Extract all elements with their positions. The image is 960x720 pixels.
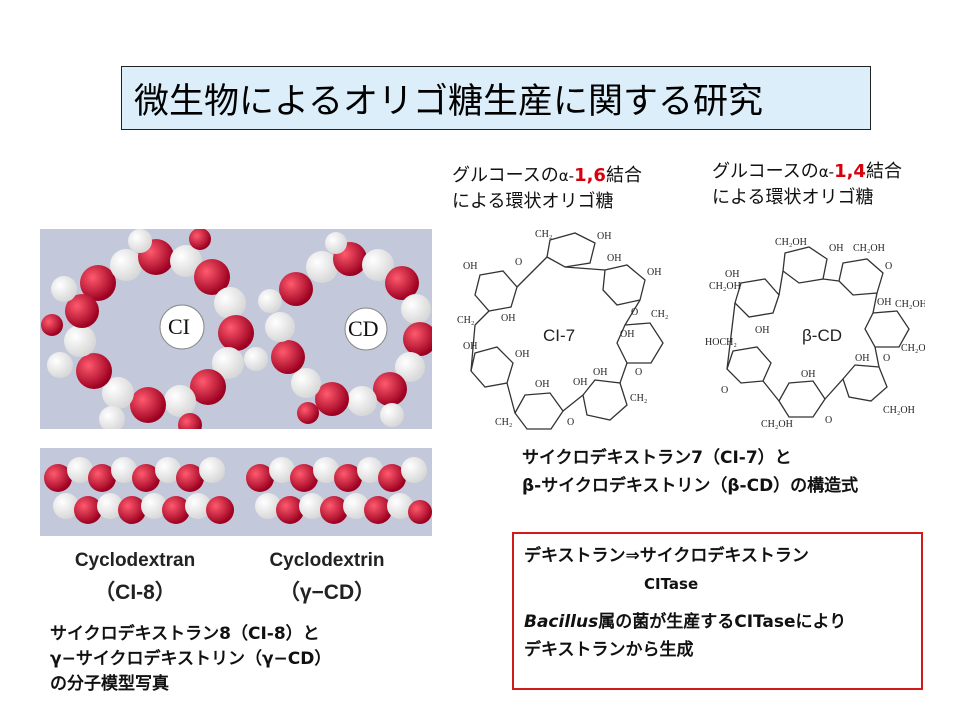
caption-cyclodextrin-name: Cyclodextrin (269, 550, 385, 571)
structure-right-heading-post: 結合 (865, 161, 902, 182)
svg-text:OH: OH (597, 231, 611, 242)
structure-left-heading-post: 結合 (605, 165, 642, 186)
structure-left-heading-pre: グルコースの (452, 165, 559, 186)
svg-text:OH: OH (725, 269, 739, 280)
photo-label-ci: CI (168, 314, 190, 339)
svg-text:O: O (567, 417, 574, 428)
svg-text:CH₂: CH₂ (651, 309, 668, 320)
svg-text:O: O (883, 353, 890, 364)
photo-caption-line1: サイクロデキストラン8（CI-8）と (50, 624, 320, 644)
molecular-model-photo-top: CI CD (40, 229, 432, 429)
production-note-line1: デキストラン⇒サイクロデキストラン (524, 546, 809, 566)
svg-text:OH: OH (620, 329, 634, 340)
structure-caption: サイクロデキストラン7（CI-7）と β-サイクロデキストリン（β-CD）の構造… (522, 444, 858, 500)
photo-label-cd: CD (348, 316, 379, 341)
structure-ci7-diagram: CH₂ OH O OH OH O CH₂ OH O OH CH₂ OH O OH CH₂ OH OH C… (455, 225, 670, 440)
structure-left-heading-alpha: α- (558, 167, 575, 185)
structure-left-heading-line2: による環状オリゴ糖 (452, 191, 614, 212)
svg-text:O: O (515, 257, 522, 268)
svg-text:OH: OH (593, 367, 607, 378)
structure-ci7-label: CI-7 (543, 326, 576, 345)
svg-text:HOCH₂: HOCH₂ (705, 337, 737, 348)
caption-cyclodextran: Cyclodextran （CI-8） (60, 550, 210, 606)
structure-caption-line2: β-サイクロデキストリン（β-CD）の構造式 (522, 476, 859, 496)
page-title: 微生物によるオリゴ糖生産に関する研究 (121, 66, 871, 130)
svg-text:OH: OH (573, 377, 587, 388)
svg-text:OH: OH (535, 379, 549, 390)
caption-cyclodextrin-abbr: （γ−CD） (278, 581, 376, 604)
caption-cyclodextran-name: Cyclodextran (74, 550, 196, 571)
svg-text:CH₂OH: CH₂OH (895, 299, 925, 310)
svg-text:CH₂OH: CH₂OH (901, 343, 925, 354)
caption-cyclodextran-abbr: （CI-8） (94, 581, 176, 604)
photo-caption: サイクロデキストラン8（CI-8）と γ−サイクロデキストリン（γ−CD） の分… (50, 622, 331, 697)
structure-right-heading-line2: による環状オリゴ糖 (712, 187, 874, 208)
svg-text:O: O (885, 261, 892, 272)
structure-left-bond: 1,6 (574, 165, 606, 186)
svg-text:OH: OH (829, 243, 843, 254)
svg-text:CH₂: CH₂ (495, 417, 512, 428)
production-note-line4: デキストランから生成 (524, 640, 694, 660)
svg-text:OH: OH (501, 313, 515, 324)
photo-caption-line2: γ−サイクロデキストリン（γ−CD） (50, 649, 332, 669)
page-title-text: 微生物によるオリゴ糖生産に関する研究 (134, 81, 763, 122)
svg-text:OH: OH (755, 325, 769, 336)
structure-caption-line1: サイクロデキストラン7（CI-7）と (522, 448, 792, 468)
svg-text:OH: OH (463, 261, 477, 272)
production-note-bacillus: Bacillus (524, 612, 599, 632)
svg-text:CH₂: CH₂ (630, 393, 647, 404)
production-note-enzyme: CITase (644, 575, 699, 593)
svg-text:CH₂OH: CH₂OH (853, 243, 885, 254)
svg-text:OH: OH (515, 349, 529, 360)
svg-text:OH: OH (877, 297, 891, 308)
svg-text:OH: OH (855, 353, 869, 364)
structure-beta-cd-label: β-CD (802, 326, 842, 345)
svg-text:CH₂OH: CH₂OH (775, 237, 807, 248)
photo-caption-line3: の分子模型写真 (50, 674, 169, 694)
structure-left-heading: グルコースのα-1,6結合 による環状オリゴ糖 (452, 163, 642, 215)
svg-text:CH₂: CH₂ (457, 315, 474, 326)
structure-right-heading: グルコースのα-1,4結合 による環状オリゴ糖 (712, 159, 902, 211)
svg-text:OH: OH (607, 253, 621, 264)
structure-right-heading-alpha: α- (818, 163, 835, 181)
caption-cyclodextrin: Cyclodextrin （γ−CD） (252, 550, 402, 606)
production-note-line3: 属の菌が生産するCITaseにより (598, 612, 847, 632)
svg-text:CH₂OH: CH₂OH (709, 281, 741, 292)
svg-text:O: O (631, 307, 638, 318)
svg-text:O: O (635, 367, 642, 378)
svg-text:CH₂: CH₂ (535, 229, 552, 240)
structure-right-bond: 1,4 (834, 161, 866, 182)
svg-text:OH: OH (647, 267, 661, 278)
svg-text:OH: OH (463, 341, 477, 352)
svg-text:O: O (721, 385, 728, 396)
svg-text:O: O (825, 415, 832, 426)
molecular-model-photo-side (40, 448, 432, 536)
svg-text:CH₂OH: CH₂OH (761, 419, 793, 430)
structure-right-heading-pre: グルコースの (712, 161, 819, 182)
svg-text:OH: OH (801, 369, 815, 380)
svg-text:CH₂OH: CH₂OH (883, 405, 915, 416)
production-note-box: デキストラン⇒サイクロデキストラン CITase Bacillus属の菌が生産す… (512, 532, 923, 690)
